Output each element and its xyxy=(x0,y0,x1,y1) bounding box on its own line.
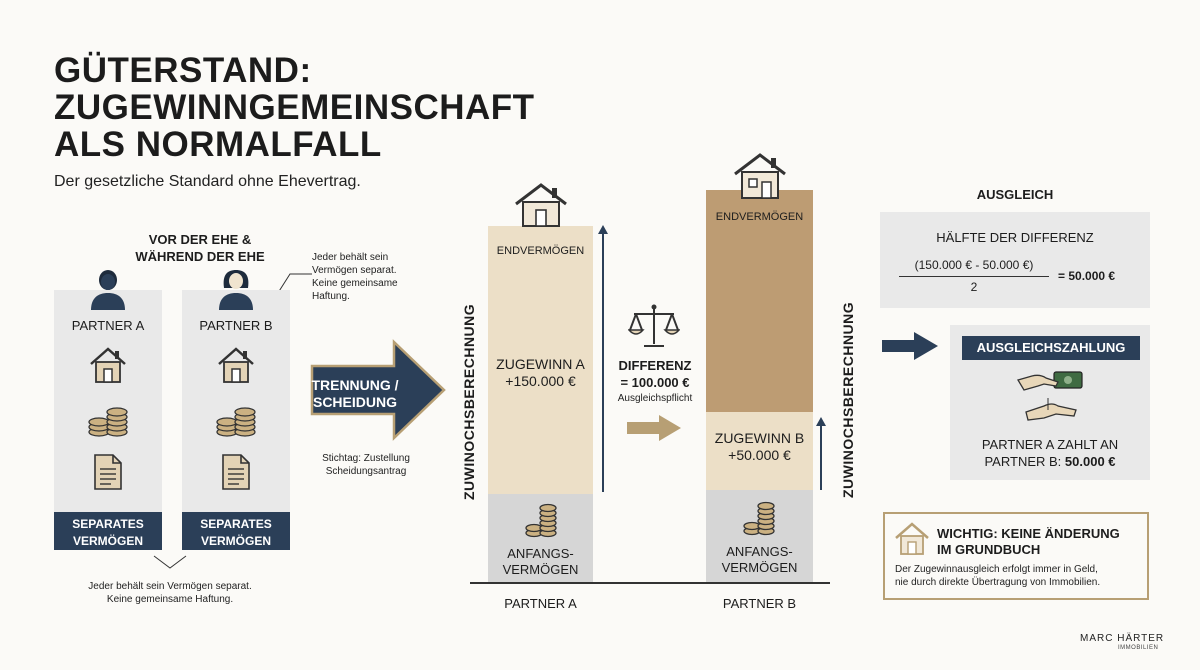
separation-arrow xyxy=(310,339,446,441)
important-text: Der Zugewinnausgleich erfolgt immer in G… xyxy=(895,563,1145,589)
separation-label: TRENNUNG / SCHEIDUNG xyxy=(308,377,402,411)
formula-result: = 50.000 € xyxy=(1058,269,1116,283)
document-icon xyxy=(93,453,123,491)
partner-b-axis-label: PARTNER B xyxy=(722,596,797,611)
title-line-1: GÜTERSTAND: xyxy=(54,51,312,90)
separation-line-2: SCHEIDUNG xyxy=(312,394,397,410)
zugewinn-a-label: ZUGEWINN A xyxy=(496,356,585,372)
important-text-line-2: nie durch direkte Übertragung von Immobi… xyxy=(895,577,1101,588)
anfang-a-line-2: VERMÖGEN xyxy=(502,562,579,577)
partner-a-label: PARTNER A xyxy=(71,318,145,333)
partner-a-growth-arrow xyxy=(598,225,608,492)
partner-b-endvermoegen-label: ENDVERMÖGEN xyxy=(715,211,804,223)
axis-label-right: ZUWINOCHSBERECHNUNG xyxy=(840,301,856,498)
callout-line-4: Haftung. xyxy=(312,291,350,302)
ausgleich-arrow xyxy=(882,332,938,360)
partner-b-endvermoegen-bar xyxy=(706,190,813,412)
callout-line-3: Keine gemeinsame xyxy=(312,278,398,289)
house-icon xyxy=(513,182,569,228)
chart-baseline xyxy=(470,582,830,584)
callout-line-2: Vermögen separat. xyxy=(312,265,397,276)
coins-icon xyxy=(524,502,558,538)
important-box xyxy=(883,512,1149,600)
bottom-note-line-1: Jeder behält sein Vermögen separat. xyxy=(88,581,252,592)
page-subtitle: Der gesetzliche Standard ohne Ehevertrag… xyxy=(54,173,361,190)
person-female-icon xyxy=(216,268,256,310)
difference-value: = 100.000 € xyxy=(620,375,690,390)
partner-b-growth-arrow xyxy=(816,417,826,490)
partner-b-anfang-label: ANFANGS- VERMÖGEN xyxy=(706,544,813,576)
before-heading-line-1: VOR DER EHE & xyxy=(148,232,252,247)
formula-numerator: (150.000 € - 50.000 €) xyxy=(914,258,1034,272)
separate-line-2: VERMÖGEN xyxy=(200,534,271,548)
brand-sub: IMMOBILIEN xyxy=(1118,645,1159,651)
partner-a-endvermoegen-bar xyxy=(488,226,593,494)
document-icon xyxy=(221,453,251,491)
partner-b-zugewinn: ZUGEWINN B +50.000 € xyxy=(706,430,813,464)
payment-amount: 50.000 € xyxy=(1064,454,1116,469)
coins-icon xyxy=(87,402,129,438)
scale-icon xyxy=(628,302,680,350)
callout-line-1: Jeder behält sein xyxy=(312,252,389,263)
separation-note: Stichtag: Zustellung Scheidungsantrag xyxy=(306,452,426,478)
payment-badge: AUSGLEICHSZAHLUNG xyxy=(962,336,1140,360)
money-hand-icon xyxy=(1014,366,1086,422)
partner-a-zugewinn: ZUGEWINN A +150.000 € xyxy=(488,356,593,390)
partner-b-zugewinn-bar xyxy=(706,412,813,490)
house-icon xyxy=(216,346,256,384)
calc-panel xyxy=(880,212,1150,308)
anfang-b-line-2: VERMÖGEN xyxy=(721,560,798,575)
page-title: GÜTERSTAND: ZUGEWINNGEMEINSCHAFT ALS NOR… xyxy=(54,52,535,163)
difference-label: DIFFERENZ xyxy=(618,358,692,373)
separate-assets-badge-a: SEPARATES VERMÖGEN xyxy=(54,512,162,550)
formula-denominator: 2 xyxy=(970,280,978,294)
separate-assets-badge-b: SEPARATES VERMÖGEN xyxy=(182,512,290,550)
coins-icon xyxy=(215,402,257,438)
bottom-note-line-2: Keine gemeinsame Haftung. xyxy=(106,594,234,605)
partner-a-anfang-label: ANFANGS- VERMÖGEN xyxy=(488,546,593,578)
important-text-line-1: Der Zugewinnausgleich erfolgt immer in G… xyxy=(895,564,1098,575)
zugewinn-b-value: +50.000 € xyxy=(728,447,791,463)
payment-line-1: PARTNER A ZAHLT AN xyxy=(981,437,1119,452)
payment-line-2-prefix: PARTNER B: xyxy=(984,454,1065,469)
separation-note-line-1: Stichtag: Zustellung xyxy=(322,453,410,464)
partner-a-axis-label: PARTNER A xyxy=(504,596,577,611)
important-title: WICHTIG: KEINE ÄNDERUNG IM GRUNDBUCH xyxy=(937,526,1147,558)
coins-icon xyxy=(742,500,776,536)
person-male-icon xyxy=(88,268,128,310)
bottom-note: Jeder behält sein Vermögen separat. Kein… xyxy=(40,580,300,606)
house-icon xyxy=(732,152,788,200)
before-heading: VOR DER EHE & WÄHREND DER EHE xyxy=(90,231,310,265)
payment-text: PARTNER A ZAHLT AN PARTNER B: 50.000 € xyxy=(950,436,1150,470)
house-icon xyxy=(88,346,128,384)
important-title-line-2: IM GRUNDBUCH xyxy=(937,542,1041,557)
house-icon xyxy=(894,522,930,556)
separation-line-1: TRENNUNG / xyxy=(311,377,399,393)
brand-name: MARC HÄRTER xyxy=(1080,633,1165,644)
zugewinn-b-label: ZUGEWINN B xyxy=(714,430,805,446)
separate-line-1: SEPARATES xyxy=(200,517,272,531)
ausgleich-heading: AUSGLEICH xyxy=(976,187,1054,202)
callout-pointer xyxy=(275,273,312,297)
difference-note: Ausgleichspflicht xyxy=(617,393,693,404)
title-line-3: ALS NORMALFALL xyxy=(54,125,382,164)
partner-a-endvermoegen-label: ENDVERMÖGEN xyxy=(496,245,585,257)
title-line-2: ZUGEWINNGEMEINSCHAFT xyxy=(54,88,535,127)
callout-note: Jeder behält sein Vermögen separat. Kein… xyxy=(312,251,422,303)
anfang-b-line-1: ANFANGS- xyxy=(726,544,793,559)
partner-b-label: PARTNER B xyxy=(199,318,273,333)
axis-label-left: ZUWINOCHSBERECHNUNG xyxy=(461,303,477,500)
separation-note-line-2: Scheidungsantrag xyxy=(325,466,407,477)
difference-arrow xyxy=(627,415,681,441)
anfang-a-line-1: ANFANGS- xyxy=(507,546,574,561)
before-heading-line-2: WÄHREND DER EHE xyxy=(135,249,265,264)
separate-line-2: VERMÖGEN xyxy=(72,534,143,548)
zugewinn-a-value: +150.000 € xyxy=(505,373,576,389)
separate-line-1: SEPARATES xyxy=(72,517,144,531)
fraction-line xyxy=(899,276,1049,277)
bracket-pointer xyxy=(153,555,187,569)
important-title-line-1: WICHTIG: KEINE ÄNDERUNG xyxy=(937,526,1120,541)
half-difference-label: HÄLFTE DER DIFFERENZ xyxy=(936,230,1094,245)
